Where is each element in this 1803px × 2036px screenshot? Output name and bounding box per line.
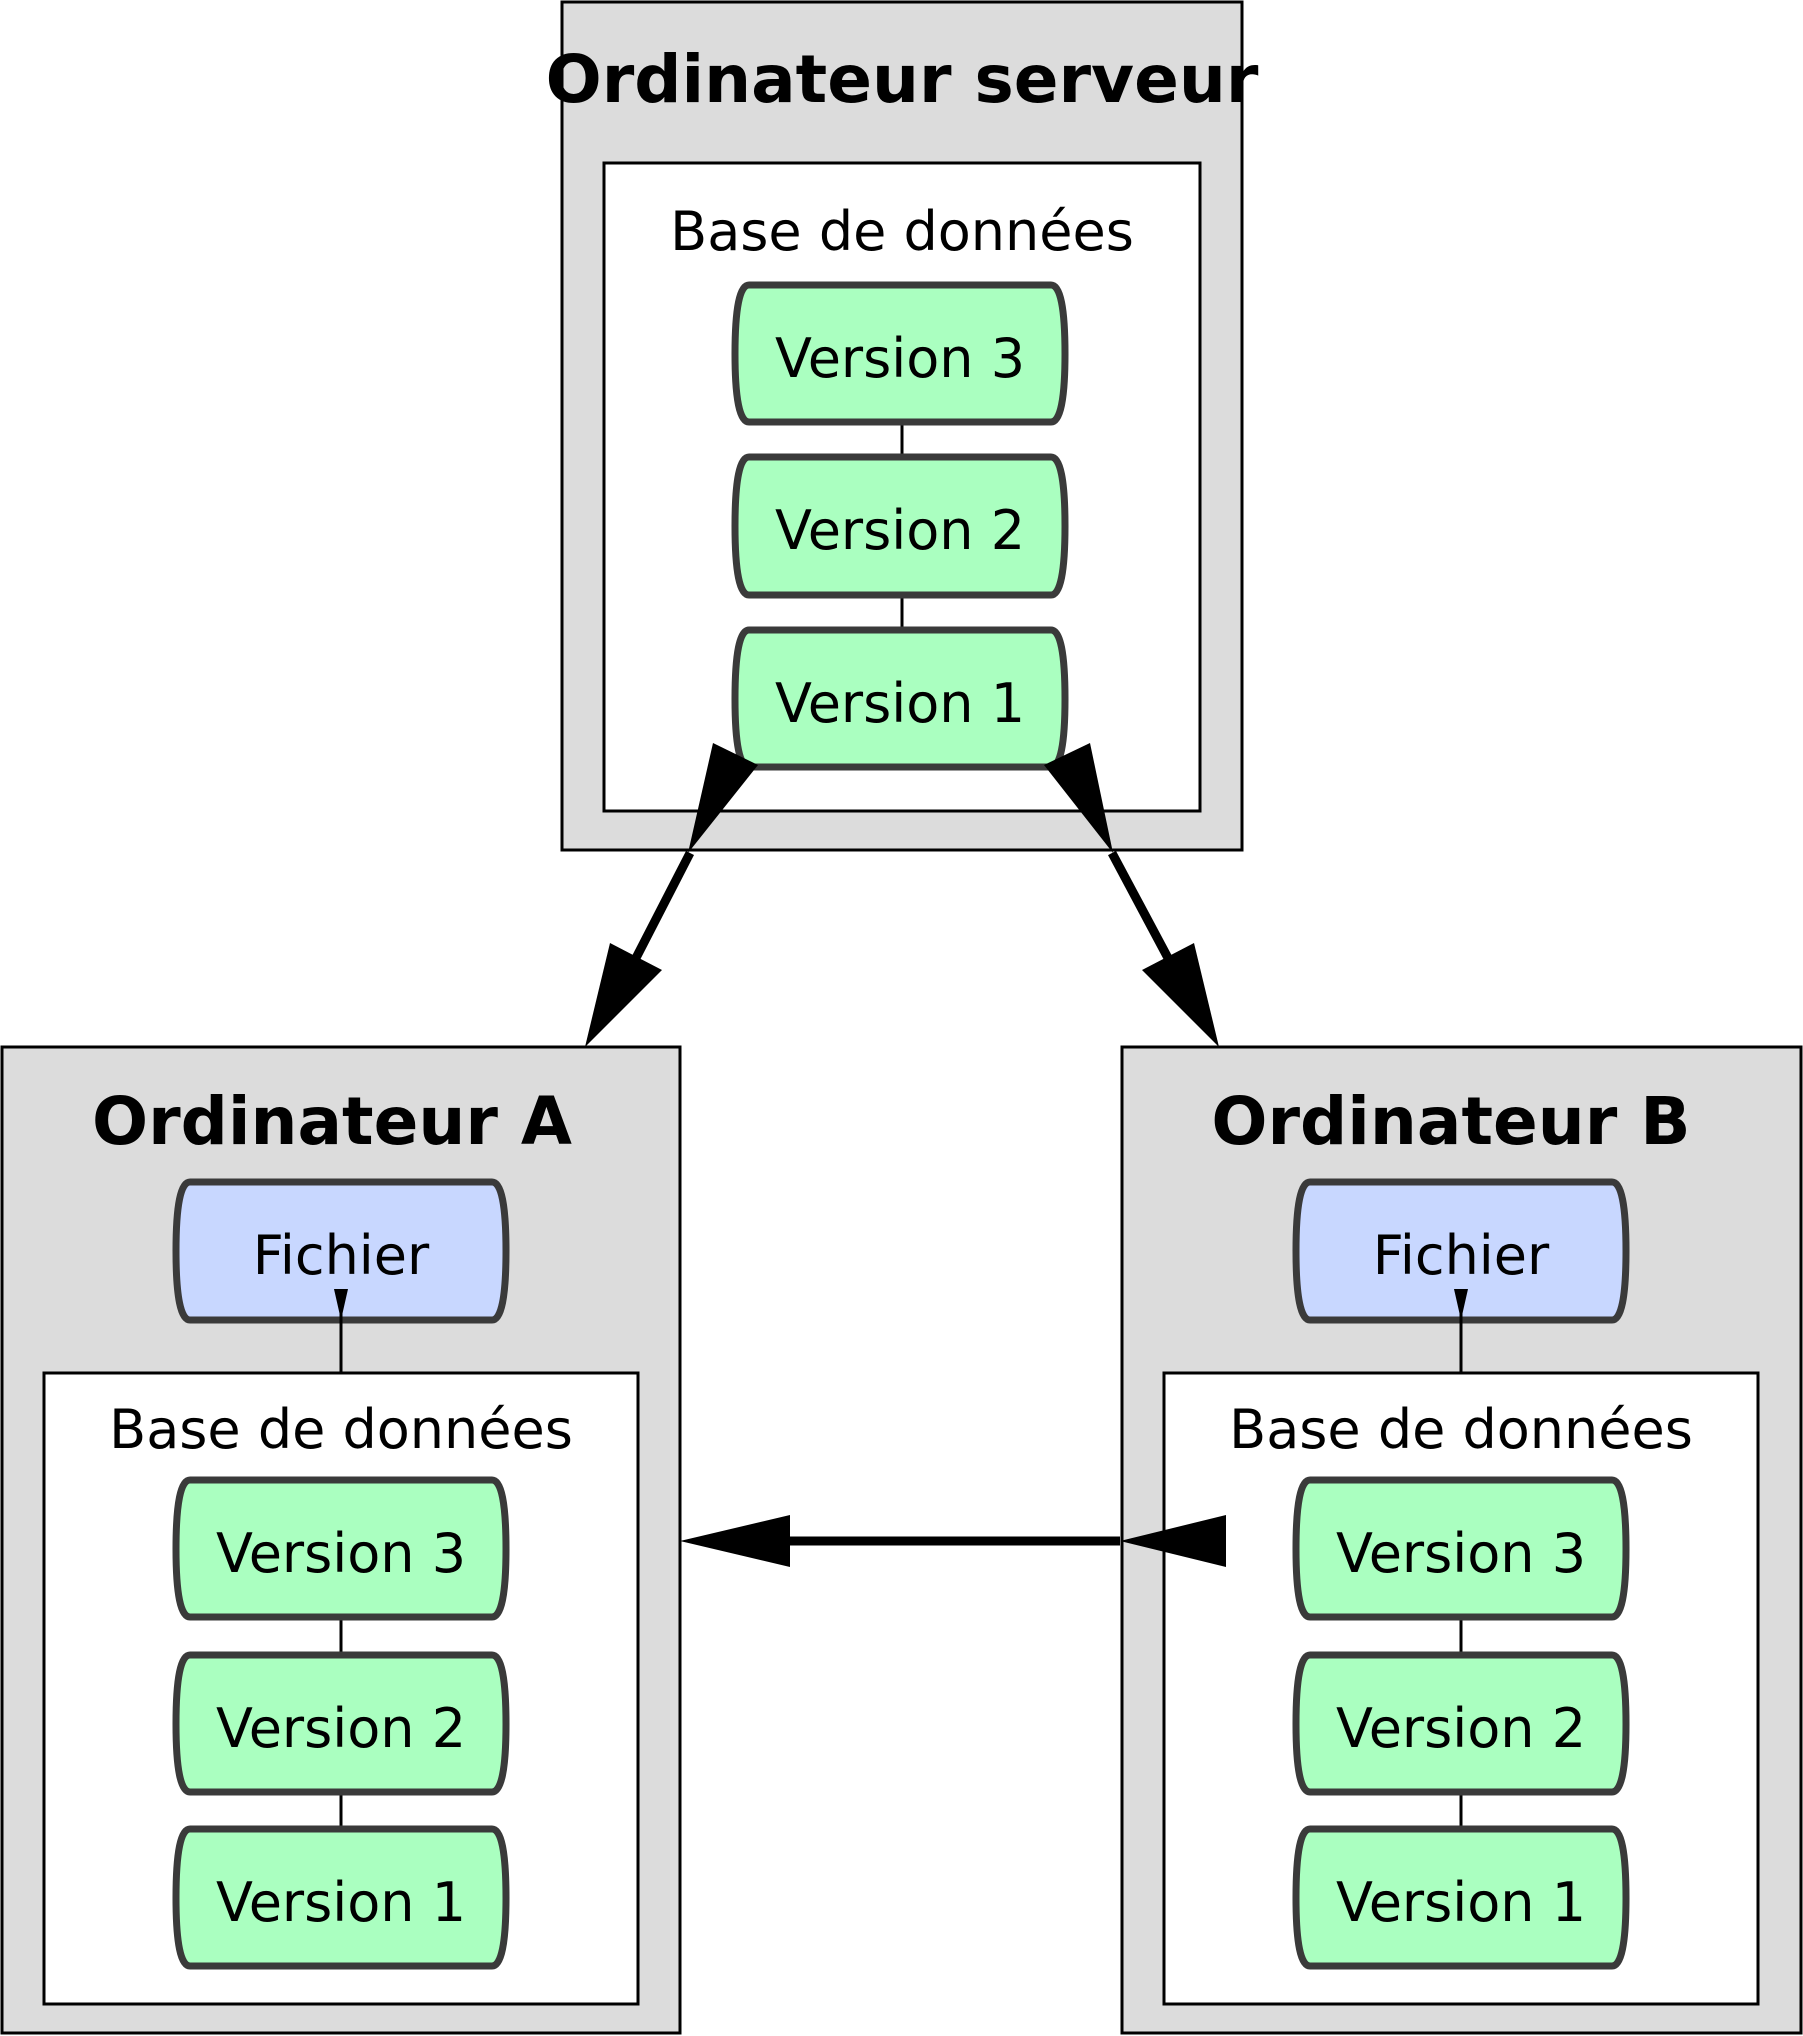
- server-version-shape: [731, 281, 1069, 426]
- computer-b-version-node[interactable]: Version 3: [1292, 1476, 1630, 1621]
- sync-arrow-a-b-head-right: [1120, 1515, 1226, 1567]
- computer-b-version-label: Version 2: [1336, 1697, 1586, 1760]
- server-database-label: Base de données: [670, 200, 1134, 263]
- computer-b-database: Base de données Version 3 Version 2 Vers…: [1162, 1371, 1760, 2006]
- sync-arrow-server-a-head-up: [688, 743, 758, 853]
- server-computer: Ordinateur serveur Base de données Versi…: [546, 0, 1259, 852]
- sync-arrow-server-a-head-down: [585, 943, 662, 1047]
- sync-arrow-server-b-shaft: [1108, 850, 1172, 961]
- computer-b-file-label: Fichier: [1373, 1224, 1550, 1287]
- computer-a-file-arrowhead: [334, 1289, 348, 1320]
- computer-b-version-shape: [1292, 1825, 1630, 1970]
- computer-a-version-node[interactable]: Version 1: [172, 1825, 510, 1970]
- computer-a-file-shape: [172, 1178, 510, 1324]
- sync-arrow-server-a-shaft: [631, 850, 695, 961]
- sync-arrow-a-b: [680, 1515, 1226, 1567]
- server-version-shape: [731, 453, 1069, 599]
- computer-b: Ordinateur B Fichier Base de données Ver…: [1120, 1045, 1803, 2035]
- computer-a-database: Base de données Version 3 Version 2 Vers…: [42, 1371, 640, 2006]
- sync-arrow-server-b-head-down: [1142, 943, 1219, 1047]
- computer-a-version-label: Version 2: [216, 1697, 466, 1760]
- server-version-label: Version 1: [775, 672, 1025, 735]
- computer-a-version-shape: [172, 1825, 510, 1970]
- sync-arrow-server-a: [585, 743, 758, 1047]
- sync-arrow-server-b: [1044, 743, 1219, 1047]
- computer-b-file-arrowhead: [1454, 1289, 1468, 1320]
- computer-b-version-node[interactable]: Version 1: [1292, 1825, 1630, 1970]
- computer-b-database-label: Base de données: [1229, 1398, 1693, 1461]
- computer-b-file-shape: [1292, 1178, 1630, 1324]
- computer-b-version-label: Version 3: [1336, 1522, 1586, 1585]
- computer-b-title: Ordinateur B: [1211, 1083, 1690, 1160]
- server-version-label: Version 3: [775, 327, 1025, 390]
- sync-arrow-server-b-head-up: [1044, 743, 1113, 853]
- server-database: Base de données Version 3 Version 2 Vers…: [602, 161, 1202, 813]
- computer-b-version-node[interactable]: Version 2: [1292, 1651, 1630, 1796]
- server-version-node[interactable]: Version 3: [731, 281, 1069, 426]
- computer-b-file-node[interactable]: Fichier: [1292, 1178, 1630, 1324]
- server-version-node[interactable]: Version 2: [731, 453, 1069, 599]
- computer-a-file-label: Fichier: [253, 1224, 430, 1287]
- server-version-label: Version 2: [775, 499, 1025, 562]
- computer-a-file-node[interactable]: Fichier: [172, 1178, 510, 1324]
- computer-a-version-label: Version 3: [216, 1522, 466, 1585]
- computer-a: Ordinateur A Fichier Base de données Ver…: [0, 1045, 682, 2035]
- server-version-node[interactable]: Version 1: [731, 626, 1069, 771]
- sync-arrow-a-b-head-left: [680, 1515, 790, 1567]
- computer-a-version-shape: [172, 1476, 510, 1621]
- computer-b-version-shape: [1292, 1476, 1630, 1621]
- computer-a-version-label: Version 1: [216, 1871, 466, 1934]
- computer-a-version-node[interactable]: Version 2: [172, 1651, 510, 1796]
- computer-a-database-label: Base de données: [109, 1398, 573, 1461]
- computer-b-version-shape: [1292, 1651, 1630, 1796]
- server-computer-title: Ordinateur serveur: [546, 41, 1259, 118]
- computer-b-version-label: Version 1: [1336, 1871, 1586, 1934]
- computer-a-title: Ordinateur A: [92, 1083, 572, 1160]
- computer-a-version-shape: [172, 1651, 510, 1796]
- computer-a-version-node[interactable]: Version 3: [172, 1476, 510, 1621]
